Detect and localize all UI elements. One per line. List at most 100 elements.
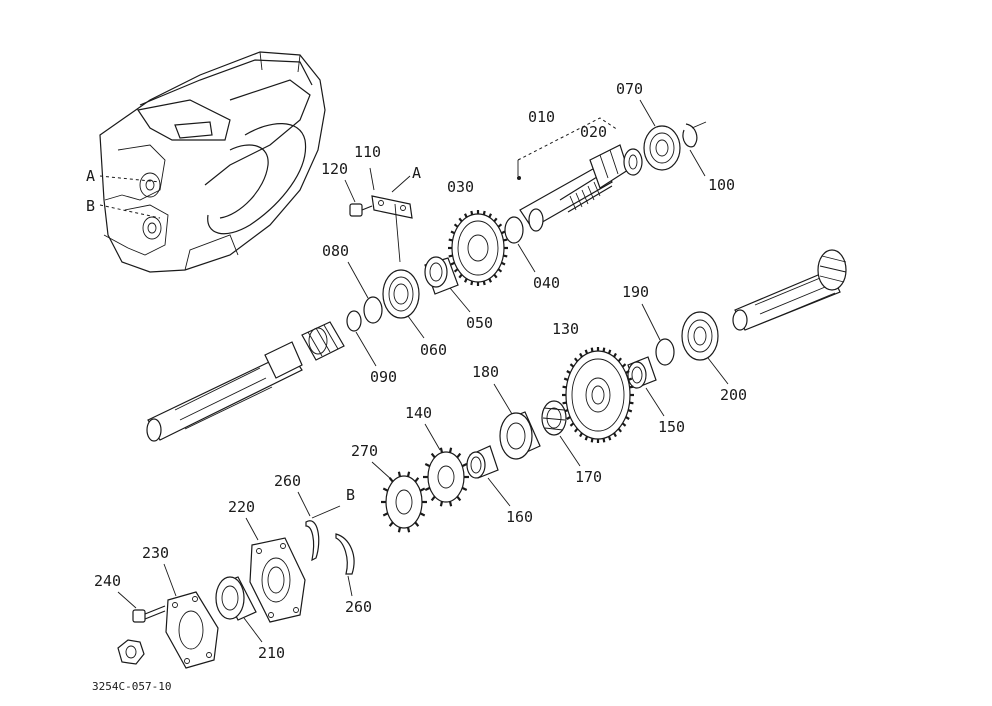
part-130-gear [562, 347, 634, 443]
hex-nut [117, 639, 145, 665]
gear-tooth [497, 223, 503, 228]
gear-tooth [497, 268, 503, 273]
gear-tooth [607, 349, 612, 355]
gear-tooth [613, 352, 617, 358]
gear-tooth [448, 254, 453, 258]
right-output-shaft [732, 249, 847, 331]
gear-tooth [414, 477, 420, 483]
label-110: 110 [354, 143, 381, 161]
gear-tooth [584, 349, 589, 355]
gear-tooth [613, 432, 617, 438]
gear-tooth [482, 280, 486, 286]
reference-b-plate: B [346, 486, 355, 504]
gear-tooth [627, 409, 633, 413]
label-220: 220 [228, 498, 255, 516]
gear-tooth [488, 213, 493, 218]
gear-tooth [629, 401, 634, 405]
gear-tooth [574, 427, 579, 433]
gear-tooth [461, 462, 468, 468]
gear-tooth [493, 217, 498, 223]
label-200: 200 [720, 386, 747, 404]
gear-tooth [453, 268, 459, 273]
gear-tooth [463, 278, 468, 283]
gear-tooth [493, 273, 498, 279]
gear-tooth [406, 527, 411, 533]
left-main-shaft [146, 321, 345, 442]
gear-tooth [406, 471, 411, 477]
gear-tooth [430, 452, 436, 459]
gear-tooth [503, 238, 508, 242]
gear-tooth [430, 495, 436, 502]
gear-tooth [602, 347, 606, 352]
part-270-gear [381, 471, 427, 533]
part-230-gasket [165, 591, 219, 669]
label-230: 230 [142, 544, 169, 562]
gear-tooth [566, 416, 571, 420]
gear-tooth [470, 280, 474, 286]
label-060: 060 [420, 341, 447, 359]
gear-tooth [579, 432, 583, 438]
part-260-plate-upper [305, 505, 341, 562]
part-220-cover [249, 537, 306, 623]
gear-tooth [629, 385, 634, 389]
gear-tooth [439, 447, 444, 453]
label-020: 020 [580, 123, 607, 141]
gear-tooth [621, 363, 627, 368]
gear-tooth [602, 438, 606, 443]
gear-tooth [450, 261, 456, 266]
label-130: 130 [552, 320, 579, 338]
gear-tooth [625, 370, 630, 374]
part-020-collar [623, 148, 643, 176]
gear-tooth [458, 217, 463, 223]
label-090: 090 [370, 368, 397, 386]
gear-tooth [503, 254, 508, 258]
label-190: 190 [622, 283, 649, 301]
gear-tooth [590, 438, 594, 443]
gear-tooth [448, 238, 453, 242]
part-180-collar [499, 411, 541, 460]
gear-tooth [563, 377, 569, 381]
gear-tooth [458, 273, 463, 279]
gear-tooth [621, 422, 627, 427]
part-100-snap-ring [682, 121, 707, 148]
part-160-needle-bearing [466, 445, 499, 479]
gear-tooth [500, 230, 506, 235]
part-050-collar [424, 256, 459, 295]
part-140-gear [423, 447, 469, 507]
gear-tooth [397, 527, 402, 533]
gear-tooth [461, 486, 468, 492]
part-240-bolt [132, 605, 166, 623]
gear-tooth [566, 370, 571, 374]
gear-tooth [453, 223, 459, 228]
gear-tooth [488, 278, 493, 283]
gear-tooth [414, 521, 420, 527]
part-170-needle-bearing [541, 400, 567, 436]
gear-tooth [419, 512, 426, 517]
label-270: 270 [351, 442, 378, 460]
label-260-lower: 260 [345, 598, 372, 616]
gear-tooth [482, 210, 486, 216]
part-150-needle-bearing [627, 356, 657, 389]
gear-tooth [590, 347, 594, 352]
gear-tooth [579, 352, 583, 358]
gear-tooth [584, 435, 589, 441]
label-010: 010 [528, 108, 555, 126]
label-170: 170 [575, 468, 602, 486]
gear-tooth [419, 487, 426, 492]
part-210-bearing [215, 576, 257, 621]
gear-tooth [463, 213, 468, 218]
gear-tooth [450, 230, 456, 235]
part-010-shaft [517, 117, 629, 232]
gear-tooth [617, 427, 622, 433]
gear-tooth [607, 435, 612, 441]
drawing-code: 3254C-057-10 [92, 680, 171, 693]
label-180: 180 [472, 363, 499, 381]
part-190-snap-ring [655, 338, 675, 366]
gear-tooth [456, 452, 462, 459]
gear-tooth [382, 512, 389, 517]
gear-tooth [456, 495, 462, 502]
label-240: 240 [94, 572, 121, 590]
label-050: 050 [466, 314, 493, 332]
gear-tooth [424, 486, 431, 492]
